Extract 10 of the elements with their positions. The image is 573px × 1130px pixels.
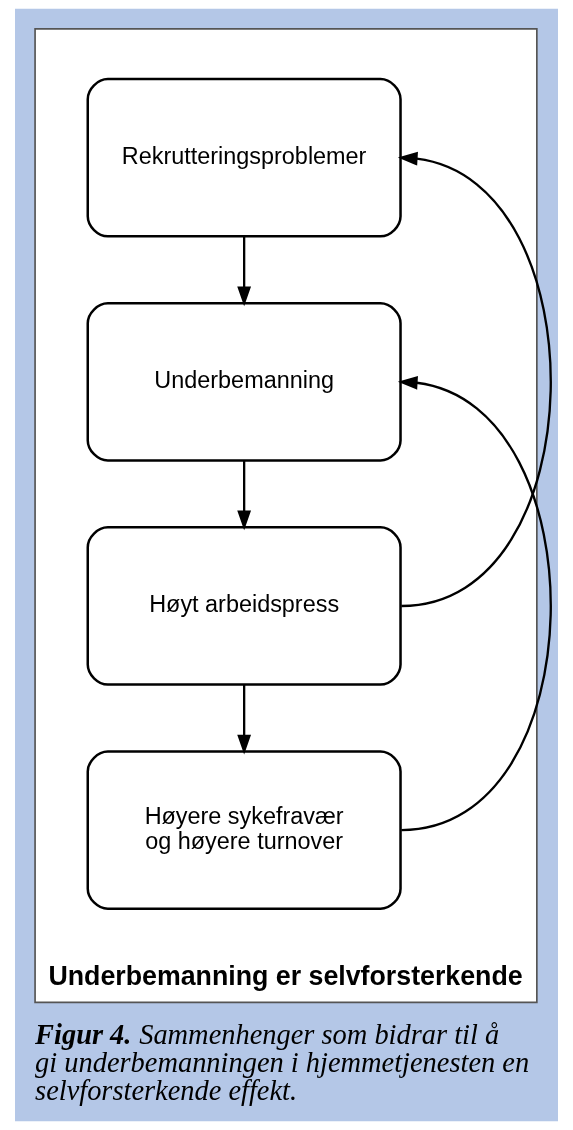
arrow bbox=[397, 151, 552, 608]
node-box: Underbemanning bbox=[86, 302, 402, 462]
caption: Figur 4. Sammenhenger som bidrar til å gi underbemanningen i hjemmetjenesten en selvforsterkende effekt. bbox=[35, 1018, 530, 1107]
arrow bbox=[237, 684, 252, 755]
arrow bbox=[397, 375, 552, 832]
arrow bbox=[237, 460, 252, 531]
node-box: Rekrutteringsproblemer bbox=[86, 77, 402, 238]
node-box: Høyt arbeidspress bbox=[86, 526, 402, 686]
arrow bbox=[237, 236, 252, 307]
node-box: Høyere sykefravær og høyere turnover bbox=[86, 750, 402, 910]
